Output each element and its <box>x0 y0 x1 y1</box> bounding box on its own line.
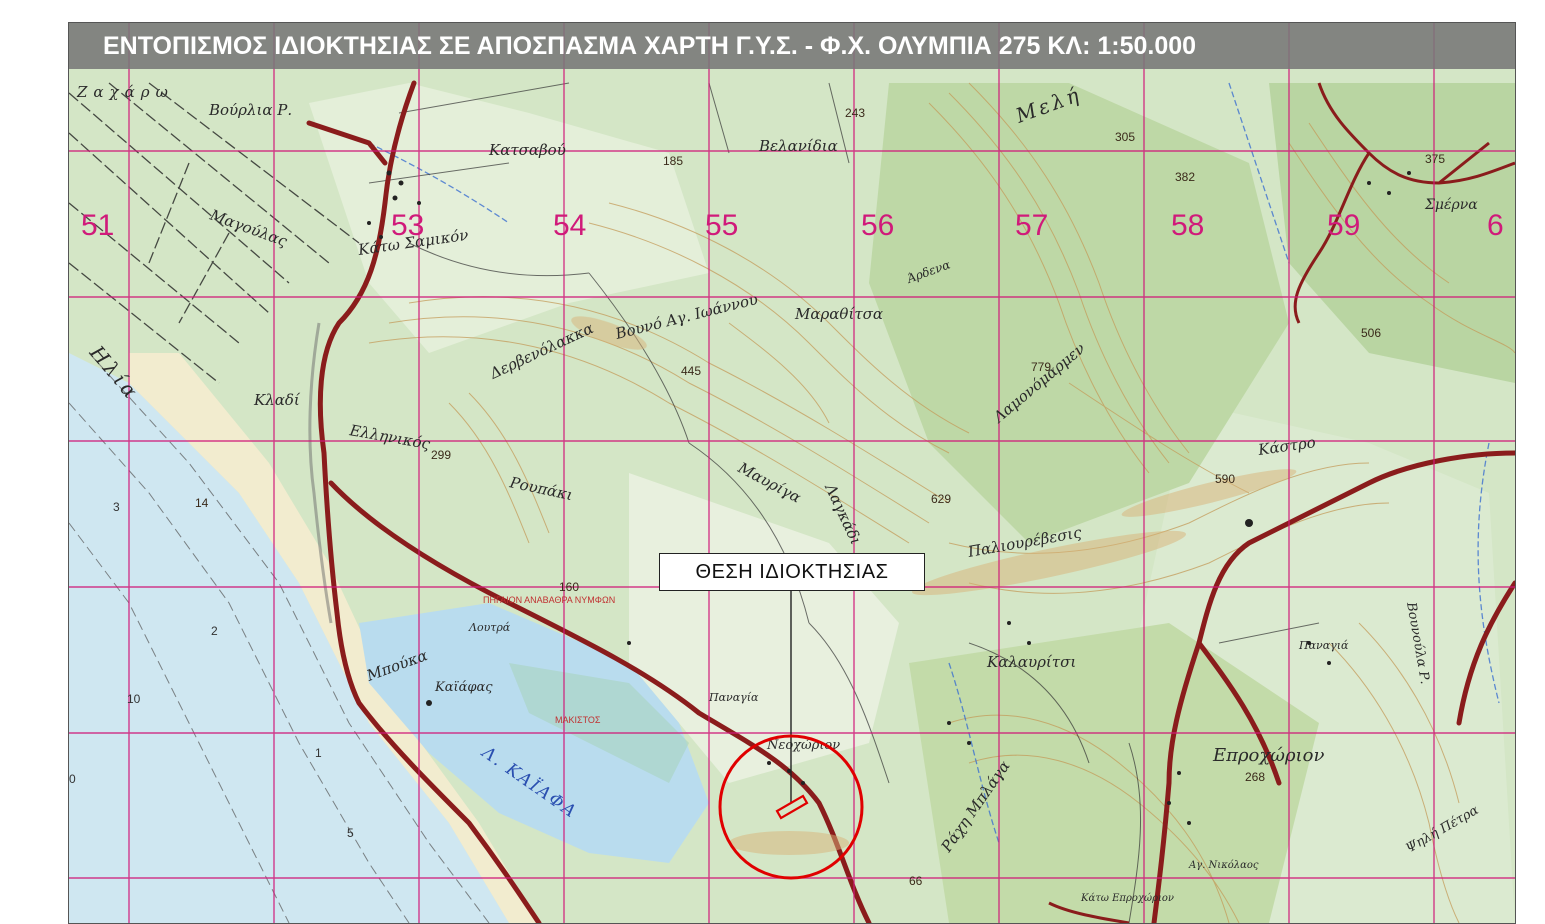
property-circle <box>718 734 864 880</box>
scrub <box>571 316 1297 855</box>
spot-height: 243 <box>845 106 865 120</box>
secondary-roads <box>1048 82 1515 923</box>
sea <box>69 353 509 923</box>
main-roads <box>306 80 1515 923</box>
grid-label-55: 55 <box>705 209 738 242</box>
spot-height: 506 <box>1361 326 1381 340</box>
topographic-map[interactable]: 51 53 54 55 56 57 58 59 6 Ζαχάρω Βούρλια… <box>68 22 1516 924</box>
label-katsavou: Κατσαβού <box>488 141 566 159</box>
contours <box>368 82 1515 923</box>
label-panagia-left: Παναγία <box>708 691 759 704</box>
grid-label-56: 56 <box>861 209 894 242</box>
map-title: ΕΝΤΟΠΙΣΜΟΣ ΙΔΙΟΚΤΗΣΙΑΣ ΣΕ ΑΠΟΣΠΑΣΜΑ ΧΑΡΤ… <box>69 23 1515 69</box>
depth-numbers: 3 2 10 1 5 0 <box>69 500 354 840</box>
label-spring-road: ΠΗΓΑΙΟΝ ΑΝΑΒΑΘΡΑ ΝΥΜΦΩΝ <box>483 595 615 605</box>
spot-heights: 243 305 382 185 445 779 299 629 590 160 … <box>195 106 1445 888</box>
minor-roads <box>368 82 1320 923</box>
spot-height: 14 <box>195 496 209 510</box>
grid-label-51: 51 <box>81 209 114 242</box>
grid-label-59: 59 <box>1327 209 1360 242</box>
spot-height: 382 <box>1175 170 1195 184</box>
label-vourlia: Βούρλια Ρ. <box>208 101 292 119</box>
spot-height: 185 <box>663 154 683 168</box>
beach <box>129 353 539 923</box>
depth-label: 5 <box>347 826 354 840</box>
spot-height: 305 <box>1115 130 1135 144</box>
spot-height: 779 <box>1031 360 1051 374</box>
grid-labels: 51 53 54 55 56 57 58 59 6 <box>81 209 1504 242</box>
depth-label: 10 <box>127 692 141 706</box>
spot-height: 268 <box>1245 770 1265 784</box>
label-kalavrici: Καλαυρίτσι <box>986 653 1076 671</box>
spot-height: 445 <box>681 364 701 378</box>
grid-label-6: 6 <box>1487 209 1504 242</box>
spot-height: 629 <box>931 492 951 506</box>
property-callout-label: ΘΕΣΗ ΙΔΙΟΚΤΗΣΙΑΣ <box>659 553 925 591</box>
label-kato-epro: Κάτω Επροχώριον <box>1080 893 1174 904</box>
property-parcel <box>775 794 809 820</box>
label-makistos: ΜΑΚΙΣΤΟΣ <box>555 715 601 725</box>
label-zacharo: Ζαχάρω <box>76 83 174 101</box>
grid-label-57: 57 <box>1015 209 1048 242</box>
km-grid <box>69 23 1515 923</box>
label-marathitsa: Μαραθίτσα <box>794 305 883 323</box>
map-canvas: 51 53 54 55 56 57 58 59 6 Ζαχάρω Βούρλια… <box>69 23 1515 923</box>
hill-area <box>1269 83 1515 383</box>
spot-height: 160 <box>559 580 579 594</box>
spot-height: 299 <box>431 448 451 462</box>
label-ag-nikolaos: Αγ. Νικόλαος <box>1188 860 1259 871</box>
label-kaiafas: Καϊάφας <box>434 680 493 695</box>
depth-label: 1 <box>315 746 322 760</box>
depth-label: 0 <box>69 772 76 786</box>
depth-contours <box>69 352 490 923</box>
buildings <box>367 170 1411 825</box>
hill-area <box>909 623 1319 923</box>
plain-area <box>629 473 899 783</box>
grid-label-54: 54 <box>553 209 586 242</box>
marsh <box>509 663 689 783</box>
label-panagia-right: Παναγιά <box>1298 639 1349 652</box>
streams <box>368 82 1500 844</box>
spot-height: 590 <box>1215 472 1235 486</box>
depth-label: 2 <box>211 624 218 638</box>
grid-label-58: 58 <box>1171 209 1204 242</box>
grid-label-53: 53 <box>391 209 424 242</box>
label-velanidia: Βελανίδια <box>758 137 838 155</box>
label-smerna: Σμέρνα <box>1424 196 1478 213</box>
label-kladi: Κλαδί <box>253 391 301 409</box>
depth-label: 3 <box>113 500 120 514</box>
tracks <box>69 82 360 384</box>
railway <box>308 322 333 624</box>
spot-height: 375 <box>1425 152 1445 166</box>
spot-height: 66 <box>909 874 923 888</box>
label-eprochori: Επροχώριον <box>1212 745 1324 766</box>
hill-area <box>869 83 1289 543</box>
label-loutra: Λουτρά <box>468 621 511 634</box>
